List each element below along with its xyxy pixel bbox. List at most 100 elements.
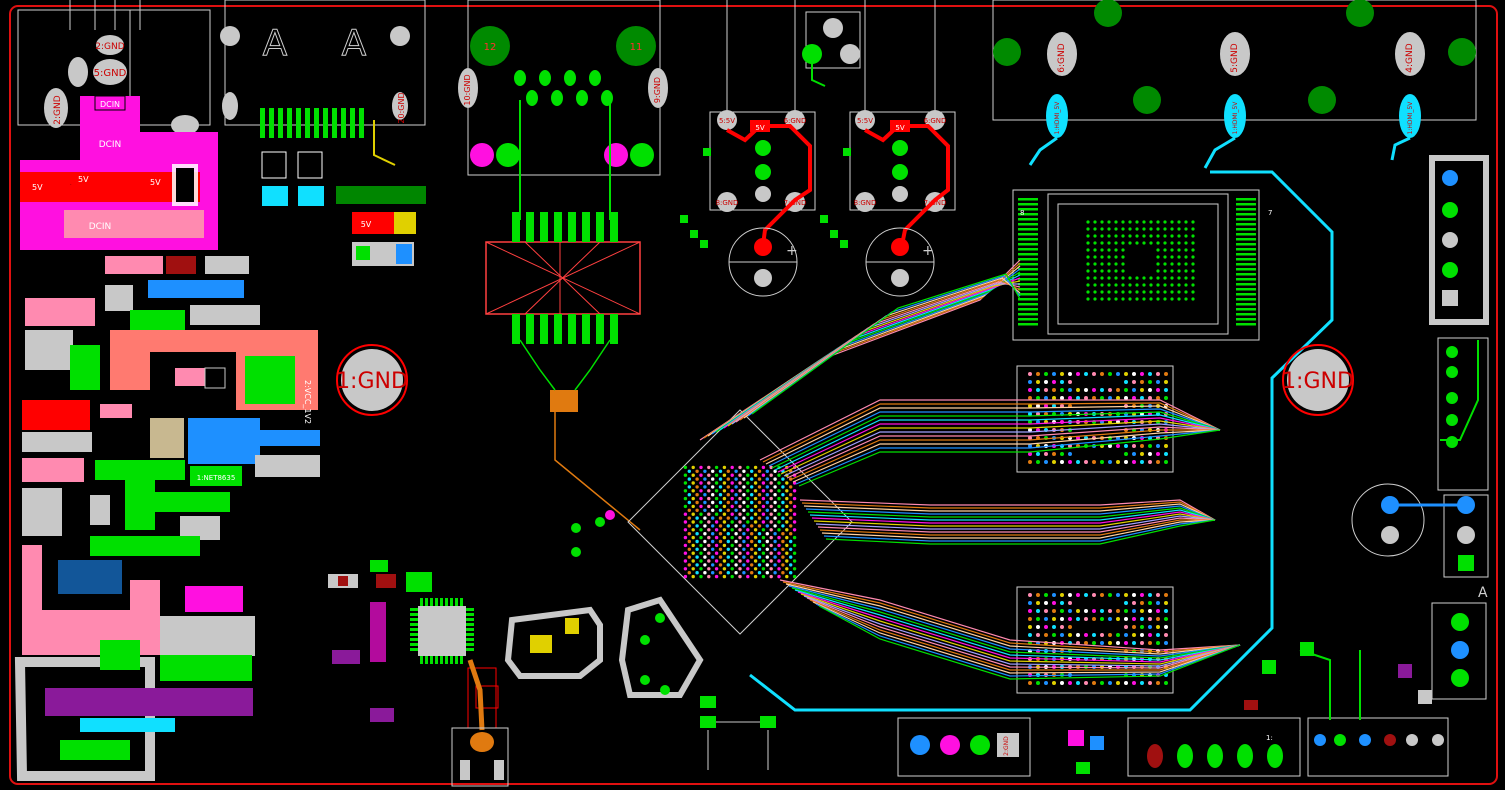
ddr-ball — [1092, 641, 1096, 645]
soc-ball — [726, 516, 730, 520]
ddr-ball — [1068, 452, 1072, 456]
bga-ball — [1191, 269, 1195, 273]
soc-ball — [699, 512, 703, 516]
usb-a-label-1: A — [263, 23, 288, 64]
bga-ball — [1128, 283, 1132, 287]
hdmi-5gnd-label: 5:GND — [1230, 43, 1240, 72]
ddr-ball — [1100, 460, 1104, 464]
bga-ball — [1149, 220, 1153, 224]
bga-ball — [1135, 276, 1139, 280]
soc-ball — [695, 477, 699, 481]
soc-ball — [785, 574, 789, 579]
bga-ball — [1156, 283, 1160, 287]
soc-ball — [711, 485, 715, 489]
bga-ball — [1170, 262, 1174, 266]
trace — [823, 519, 1216, 542]
soc-ball — [792, 551, 797, 555]
ddr-ball — [1028, 609, 1032, 613]
ddr-ball — [1140, 625, 1144, 629]
bga-ball — [1191, 241, 1195, 245]
main-soc — [627, 409, 853, 635]
bga-ball — [1156, 227, 1160, 231]
soc-ball — [746, 504, 750, 509]
ddr-ball — [1140, 372, 1144, 376]
qfp-lead — [1018, 238, 1038, 241]
soc-ball — [691, 535, 695, 540]
gnd-mounting-hole-right[interactable]: 1:GND — [1282, 344, 1354, 416]
codec-pin — [466, 643, 474, 646]
bga-ball — [1086, 248, 1090, 252]
codec-pin — [466, 648, 474, 651]
soc-ball — [785, 535, 789, 540]
hdmi-net-label-2: 1:HDMI_5V — [1232, 101, 1239, 135]
transformer-pad — [540, 314, 548, 344]
bga-ball — [1163, 283, 1167, 287]
gnd-mounting-hole-left[interactable]: 1:GND — [336, 344, 408, 416]
ddr-ball — [1124, 444, 1128, 448]
soc-ball — [726, 477, 730, 481]
soc-ball — [734, 547, 738, 551]
soc-ball — [699, 567, 703, 571]
soc-ball — [703, 539, 707, 544]
bga-ball — [1156, 262, 1160, 266]
soc-ball — [711, 539, 715, 544]
codec-pin — [410, 628, 418, 631]
bga-ball — [1135, 220, 1139, 224]
ddr-ball — [1052, 460, 1056, 464]
ddr-ball — [1028, 404, 1032, 408]
rj-10gnd-label: 10:GND — [463, 74, 472, 105]
bga-ball — [1135, 283, 1139, 287]
soc-ball — [757, 500, 762, 505]
ddr-ball — [1092, 372, 1096, 376]
soc-ball — [687, 485, 691, 489]
p6gnd-b-label: 6:GND — [924, 117, 947, 125]
ddr-ball — [1132, 593, 1136, 597]
soc-ball — [789, 547, 793, 551]
soc-ball — [695, 485, 699, 489]
soc-ball — [785, 504, 789, 509]
soc-ball — [789, 516, 793, 520]
ddr-ball — [1036, 633, 1040, 637]
qfp-lead — [1018, 268, 1038, 271]
soc-ball — [750, 493, 754, 497]
ddr-ball — [1068, 617, 1072, 621]
ddr-ball — [1124, 372, 1128, 376]
soc-ball — [714, 559, 719, 563]
soc-ball — [726, 532, 730, 536]
soc-ball — [738, 535, 742, 540]
ddr-ball — [1148, 396, 1152, 400]
ddr-ball — [1092, 681, 1096, 685]
soc-ball — [746, 574, 750, 579]
soc-ball — [753, 559, 758, 563]
soc-ball — [746, 512, 750, 516]
soc-ball — [750, 469, 754, 473]
ddr-ball — [1036, 460, 1040, 464]
ddr-ball — [1052, 625, 1056, 629]
v5-label-2: 5V — [78, 175, 89, 184]
soc-ball — [683, 465, 688, 470]
bga-ball — [1149, 227, 1153, 231]
soc-ball — [699, 481, 703, 485]
ddr-ball — [1124, 452, 1128, 456]
bga-ball — [1128, 234, 1132, 238]
qfp-lead — [1236, 198, 1256, 201]
ddr-ball — [1044, 681, 1048, 685]
soc-ball — [742, 500, 746, 505]
trace — [777, 417, 1221, 473]
ddr-ball — [1036, 601, 1040, 605]
ddr-ball — [1132, 625, 1136, 629]
net-label-2: 1: — [1266, 734, 1273, 742]
ddr-ball — [1084, 633, 1088, 637]
soc-ball — [734, 563, 738, 567]
soc-ball — [750, 555, 754, 559]
ddr-ball — [1076, 681, 1080, 685]
soc-ball — [769, 504, 773, 509]
soc-ball — [730, 512, 734, 516]
bga-ball — [1121, 241, 1125, 245]
soc-ball — [750, 547, 754, 551]
soc-ball — [781, 571, 785, 575]
ddr-ball — [1028, 673, 1032, 677]
trace — [780, 420, 1221, 475]
qfp-lead — [1018, 288, 1038, 291]
qfp-lead — [1018, 243, 1038, 246]
